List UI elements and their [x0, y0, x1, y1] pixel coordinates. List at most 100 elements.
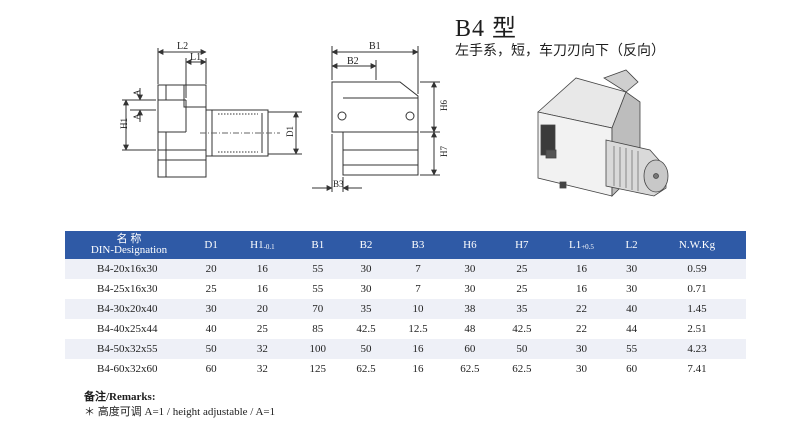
value-cell: 55 [626, 343, 638, 355]
value-cell: 62.5 [512, 363, 532, 375]
value-cell: 16 [256, 283, 268, 295]
value-cell: 55 [312, 263, 324, 275]
front-view [122, 48, 302, 178]
value-cell: 0.71 [687, 283, 707, 295]
header-label: N.W.Kg [678, 239, 716, 251]
header-label: B3 [411, 239, 425, 251]
remarks-label: 备注/Remarks: [84, 391, 156, 403]
value-cell: 25 [205, 283, 217, 295]
value-cell: 70 [312, 303, 324, 315]
header-h7: H7 [496, 231, 548, 259]
header-label: L1 [568, 239, 582, 251]
value-cell: 60 [205, 363, 217, 375]
header-label: D1 [204, 239, 218, 251]
value-cell: 30 [626, 263, 638, 275]
value-cell: 25 [516, 283, 528, 295]
value-cell: 42.5 [512, 323, 532, 335]
header-l1: L1+0.5 [548, 231, 615, 259]
value-cell: 55 [312, 283, 324, 295]
dim-label-b2: B2 [347, 56, 359, 67]
product-render [537, 69, 669, 197]
value-cell: 0.59 [687, 263, 707, 275]
header-l2: L2 [615, 231, 648, 259]
dim-label-a-top: A [132, 89, 142, 96]
technical-drawing: L2 L1 A A H1 D1 B1 B2 H6 H7 B3 [119, 41, 669, 197]
value-cell: 30 [575, 343, 587, 355]
header-designation-cn: 名 称 [116, 233, 142, 245]
value-cell: 60 [464, 343, 476, 355]
header-label: H6 [463, 239, 477, 251]
value-cell: 30 [464, 263, 476, 275]
value-cell: 22 [575, 303, 587, 315]
designation-cell: B4-60x32x60 [97, 363, 158, 375]
designation-cell: B4-50x32x55 [97, 343, 158, 355]
dim-label-l2: L2 [177, 41, 188, 52]
header-tolerance: +0.5 [581, 243, 594, 251]
value-cell: 7 [415, 263, 421, 275]
value-cell: 7.41 [687, 363, 707, 375]
dim-label-d1: D1 [285, 126, 295, 137]
value-cell: 10 [412, 303, 424, 315]
value-cell: 85 [312, 323, 324, 335]
value-cell: 44 [626, 323, 638, 335]
value-cell: 16 [575, 283, 587, 295]
value-cell: 16 [575, 263, 587, 275]
header-label: H1 [250, 239, 264, 251]
value-cell: 62.5 [356, 363, 376, 375]
value-cell: 32 [256, 343, 268, 355]
designation-cell: B4-20x16x30 [97, 263, 158, 275]
dim-label-l1: L1 [190, 52, 201, 63]
remarks-note: ＊ 高度可调 A=1 / height adjustable / A=1 [84, 406, 276, 418]
header-designation-en: DIN-Designation [90, 244, 168, 256]
dim-label-b1: B1 [369, 41, 381, 52]
value-cell: 16 [256, 263, 268, 275]
dim-label-b3: B3 [333, 179, 344, 189]
value-cell: 100 [309, 343, 327, 355]
dim-label-h6: H6 [439, 100, 449, 111]
value-cell: 50 [516, 343, 528, 355]
designation-cell: B4-30x20x40 [97, 303, 158, 315]
value-cell: 16 [412, 363, 424, 375]
value-cell: 30 [464, 283, 476, 295]
header-label: B1 [311, 239, 325, 251]
value-cell: 25 [516, 263, 528, 275]
value-cell: 50 [360, 343, 372, 355]
header-b1: B1 [296, 231, 341, 259]
header-b3: B3 [392, 231, 444, 259]
side-view [312, 46, 440, 192]
value-cell: 30 [360, 283, 372, 295]
header-d1: D1 [193, 231, 229, 259]
remarks: 备注/Remarks: ＊ 高度可调 A=1 / height adjustab… [84, 390, 275, 420]
header-label: L2 [625, 239, 638, 251]
value-cell: 62.5 [460, 363, 480, 375]
value-cell: 30 [626, 283, 638, 295]
page-title: B4 型 [455, 16, 518, 42]
value-cell: 30 [205, 303, 217, 315]
header-b2: B2 [340, 231, 392, 259]
header-tolerance: -0.1 [263, 243, 275, 251]
value-cell: 12.5 [408, 323, 428, 335]
header-n-w-kg: N.W.Kg [648, 231, 746, 259]
dim-label-a-bottom: A [132, 113, 142, 120]
value-cell: 20 [256, 303, 268, 315]
value-cell: 20 [205, 263, 217, 275]
value-cell: 125 [309, 363, 327, 375]
value-cell: 35 [516, 303, 528, 315]
dim-label-h1: H1 [119, 118, 129, 129]
header-label: B2 [359, 239, 373, 251]
value-cell: 38 [464, 303, 476, 315]
value-cell: 30 [575, 363, 587, 375]
value-cell: 1.45 [687, 303, 707, 315]
value-cell: 25 [256, 323, 268, 335]
dim-label-h7: H7 [439, 146, 449, 157]
